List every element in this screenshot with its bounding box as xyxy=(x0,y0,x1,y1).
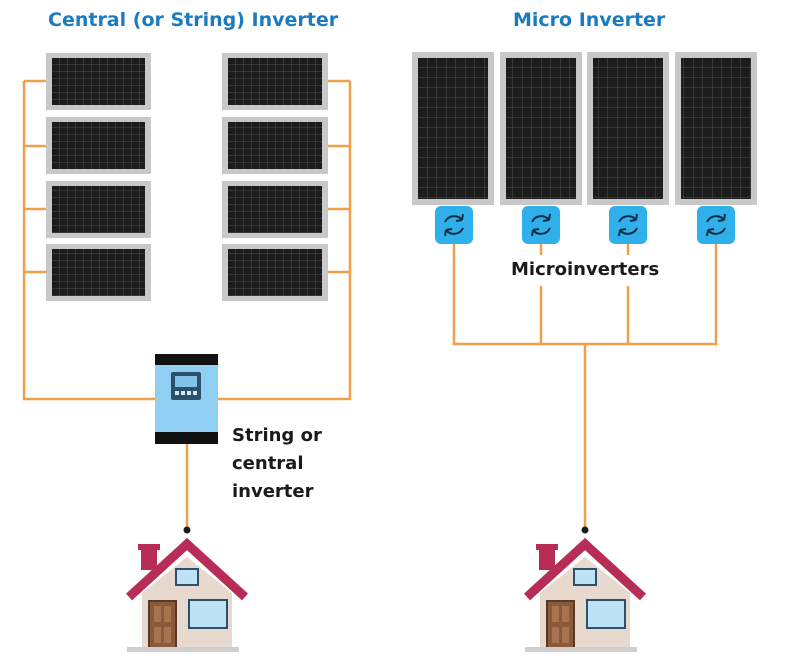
string-inverter-label-line: inverter xyxy=(232,481,314,502)
solar-panel-icon xyxy=(46,53,151,110)
house-icon xyxy=(125,537,249,652)
connection-dot xyxy=(183,526,191,534)
right-panel-array xyxy=(412,52,757,205)
microinverter-icon xyxy=(435,206,473,244)
solar-panel-icon xyxy=(46,244,151,301)
string-inverter-label: String or central inverter xyxy=(232,422,322,506)
string-inverter-label-line: String or xyxy=(232,425,322,446)
solar-panel-icon xyxy=(222,53,328,110)
central-inverter-title: Central (or String) Inverter xyxy=(48,9,339,31)
micro-inverter-title: Micro Inverter xyxy=(513,9,666,31)
microinverters xyxy=(435,206,735,244)
solar-panel-icon xyxy=(46,117,151,174)
microinverter-wiring xyxy=(452,243,718,528)
solar-panel-icon xyxy=(675,52,757,205)
string-inverter-icon xyxy=(155,354,218,444)
solar-panel-icon xyxy=(587,52,669,205)
solar-panel-icon xyxy=(222,244,328,301)
microinverter-icon xyxy=(609,206,647,244)
microinverters-label: Microinverters xyxy=(509,256,662,284)
solar-panel-icon xyxy=(222,181,328,238)
microinverter-icon xyxy=(697,206,735,244)
connection-dot xyxy=(581,526,589,534)
house-icon xyxy=(523,537,647,652)
solar-panel-icon xyxy=(222,117,328,174)
string-wiring xyxy=(22,79,352,528)
left-panel-array xyxy=(46,53,328,301)
solar-panel-icon xyxy=(500,52,582,205)
microinverter-icon xyxy=(522,206,560,244)
solar-panel-icon xyxy=(412,52,494,205)
solar-panel-icon xyxy=(46,181,151,238)
string-inverter-label-line: central xyxy=(232,453,304,474)
